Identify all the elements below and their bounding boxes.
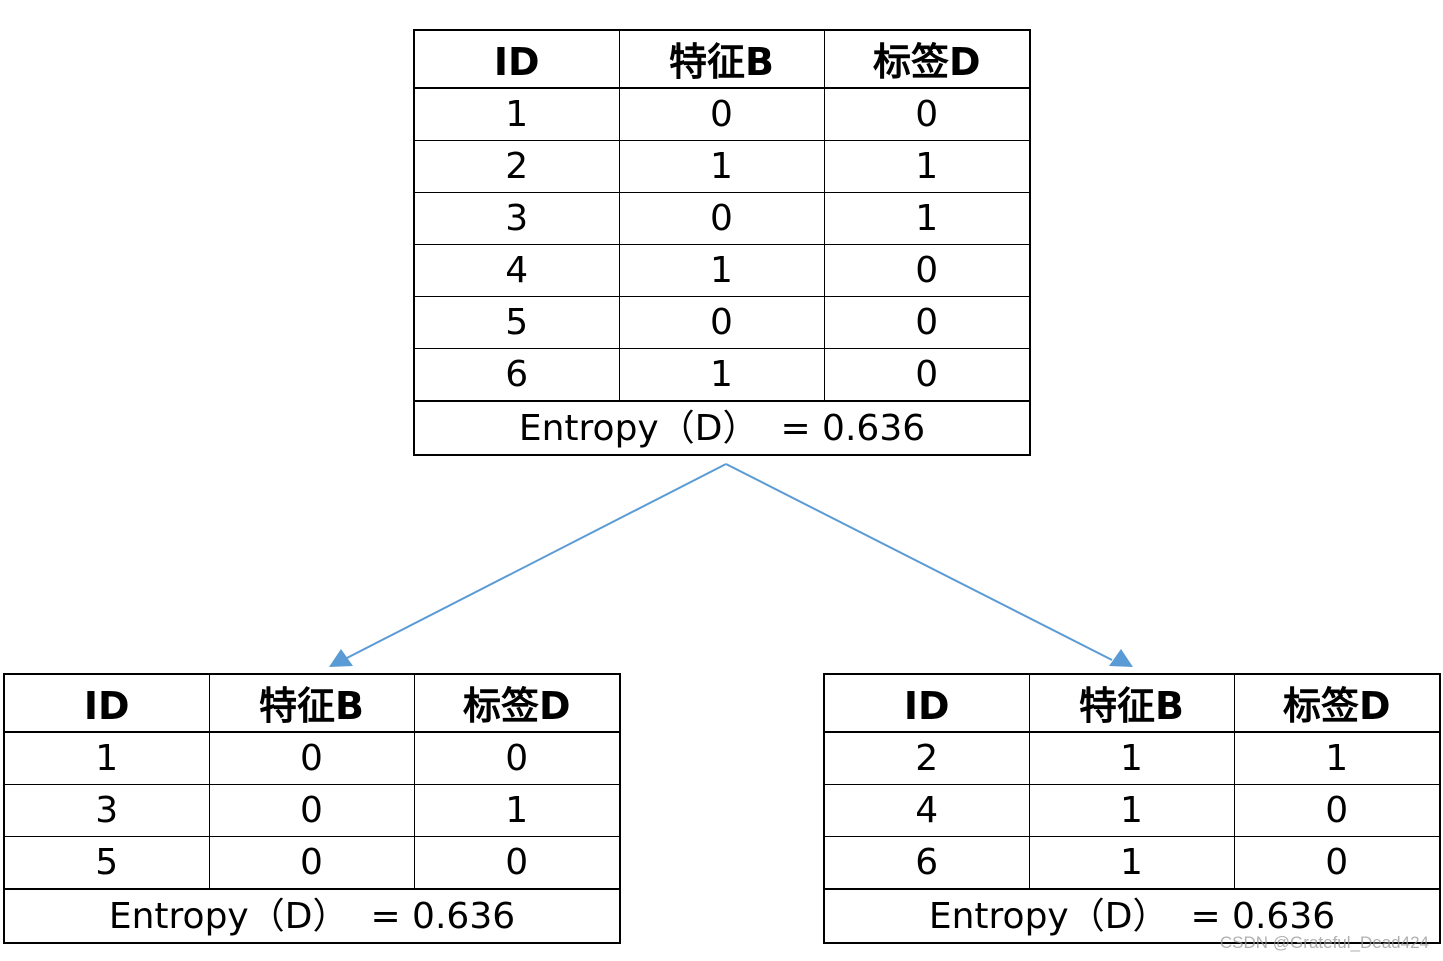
cell-feature-b: 0 (618, 296, 825, 349)
column-header-id: ID (413, 29, 620, 89)
entropy-cell: Entropy（D） = 0.636 (413, 400, 1031, 456)
right-arrow-head (1109, 649, 1133, 667)
cell-id: 3 (413, 192, 620, 245)
table-row: 4 1 0 (413, 244, 1031, 297)
entropy-label: Entropy（D） (518, 407, 759, 449)
left-arrow-line (342, 463, 727, 661)
column-header-feature-b: 特征B (208, 673, 415, 733)
cell-feature-b: 1 (1028, 784, 1235, 837)
column-header-feature-b: 特征B (618, 29, 825, 89)
header-row: ID 特征B 标签D (823, 673, 1441, 733)
cell-feature-b: 0 (208, 784, 415, 837)
cell-id: 4 (413, 244, 620, 297)
cell-feature-b: 1 (1028, 836, 1235, 890)
cell-id: 5 (413, 296, 620, 349)
cell-label-d: 0 (823, 348, 1031, 402)
entropy-value: = 0.636 (370, 895, 516, 937)
table-row: 4 1 0 (823, 784, 1441, 837)
cell-label-d: 0 (413, 731, 621, 785)
entropy-cell: Entropy（D） = 0.636 (823, 888, 1441, 944)
right-arrow-line (725, 463, 1113, 661)
cell-label-d: 1 (823, 192, 1031, 245)
cell-feature-b: 0 (618, 192, 825, 245)
column-header-label-d: 标签D (823, 29, 1031, 89)
cell-label-d: 0 (823, 296, 1031, 349)
cell-feature-b: 1 (618, 244, 825, 297)
cell-id: 3 (3, 784, 210, 837)
cell-id: 2 (413, 140, 620, 193)
cell-id: 2 (823, 731, 1030, 785)
table-row: 2 1 1 (413, 140, 1031, 193)
entropy-label: Entropy（D） (928, 895, 1169, 937)
table-row: 3 0 1 (413, 192, 1031, 245)
table-row: 5 0 0 (413, 296, 1031, 349)
cell-feature-b: 0 (208, 731, 415, 785)
table-row: 6 1 0 (823, 836, 1441, 890)
cell-label-d: 0 (1233, 784, 1441, 837)
cell-label-d: 0 (823, 87, 1031, 141)
cell-feature-b: 0 (618, 87, 825, 141)
entropy-label: Entropy（D） (108, 895, 349, 937)
column-header-id: ID (3, 673, 210, 733)
cell-feature-b: 1 (618, 348, 825, 402)
column-header-id: ID (823, 673, 1030, 733)
left-arrow-head (329, 649, 353, 667)
header-row: ID 特征B 标签D (3, 673, 621, 733)
column-header-label-d: 标签D (413, 673, 621, 733)
table-row: 6 1 0 (413, 348, 1031, 402)
table-row: 1 0 0 (3, 731, 621, 785)
cell-label-d: 0 (413, 836, 621, 890)
cell-id: 5 (3, 836, 210, 890)
entropy-row: Entropy（D） = 0.636 (823, 888, 1441, 944)
cell-id: 6 (823, 836, 1030, 890)
table-row: 2 1 1 (823, 731, 1441, 785)
entropy-row: Entropy（D） = 0.636 (3, 888, 621, 944)
entropy-value: = 0.636 (780, 407, 926, 449)
left-split-table: ID 特征B 标签D 1 0 0 3 0 1 5 0 0 Entropy（D） =… (3, 673, 621, 944)
cell-id: 6 (413, 348, 620, 402)
watermark: CSDN @Grateful_Dead424 (1219, 933, 1429, 952)
cell-label-d: 0 (1233, 836, 1441, 890)
cell-id: 1 (3, 731, 210, 785)
right-split-table: ID 特征B 标签D 2 1 1 4 1 0 6 1 0 Entropy（D） =… (823, 673, 1441, 944)
column-header-feature-b: 特征B (1028, 673, 1235, 733)
cell-feature-b: 1 (1028, 731, 1235, 785)
table-row: 3 0 1 (3, 784, 621, 837)
column-header-label-d: 标签D (1233, 673, 1441, 733)
cell-label-d: 0 (823, 244, 1031, 297)
cell-label-d: 1 (823, 140, 1031, 193)
cell-label-d: 1 (1233, 731, 1441, 785)
root-data-table: ID 特征B 标签D 1 0 0 2 1 1 3 0 1 4 1 0 5 0 0 (413, 29, 1031, 456)
cell-feature-b: 0 (208, 836, 415, 890)
entropy-row: Entropy（D） = 0.636 (413, 400, 1031, 456)
entropy-cell: Entropy（D） = 0.636 (3, 888, 621, 944)
table-row: 5 0 0 (3, 836, 621, 890)
cell-feature-b: 1 (618, 140, 825, 193)
cell-id: 4 (823, 784, 1030, 837)
entropy-value: = 0.636 (1190, 895, 1336, 937)
table-row: 1 0 0 (413, 87, 1031, 141)
header-row: ID 特征B 标签D (413, 29, 1031, 89)
cell-label-d: 1 (413, 784, 621, 837)
cell-id: 1 (413, 87, 620, 141)
